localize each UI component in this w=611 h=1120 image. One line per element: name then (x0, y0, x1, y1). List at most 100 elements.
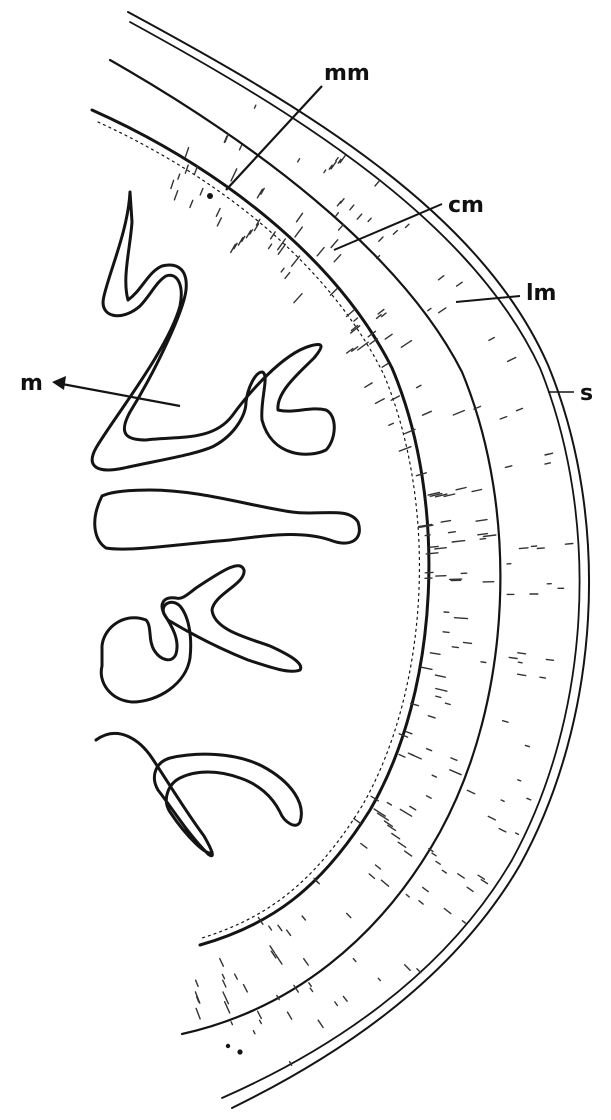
fibre-fleck (223, 1001, 231, 1014)
fibre-fleck (404, 964, 411, 972)
fibre-fleck (435, 860, 441, 865)
fibre-fleck (216, 217, 223, 227)
fibre-fleck (429, 652, 441, 655)
fibre-fleck (524, 744, 531, 748)
fibre-fleck (536, 547, 545, 550)
fibre-fleck (477, 532, 489, 536)
fibre-fleck (293, 984, 299, 993)
fibre-fleck (350, 325, 361, 334)
fibre-fleck (221, 979, 227, 988)
fibre-fleck (480, 879, 489, 885)
fibre-fleck (286, 1011, 293, 1020)
fibre-fleck (425, 795, 432, 799)
mucosa-stippled-edge (97, 121, 420, 939)
fibre-fleck (384, 333, 393, 340)
fibre-fleck (451, 646, 460, 649)
fibre-fleck (294, 226, 303, 238)
muscle-boundary-line (108, 58, 502, 1036)
fibre-fleck (437, 275, 445, 281)
fibre-fleck (462, 641, 473, 645)
fibre-fleck (442, 631, 450, 634)
fibre-fleck (230, 168, 238, 182)
label-s: s (580, 381, 593, 406)
fibre-fleck (441, 869, 447, 874)
fibre-fleck (471, 488, 483, 493)
fibre-fleck (399, 808, 413, 817)
leader-line-cm (333, 203, 443, 251)
fibre-fleck (369, 338, 378, 345)
fibre-fleck (501, 720, 509, 723)
fibre-fleck (335, 156, 339, 162)
mucosal-fold-3 (160, 564, 303, 673)
fibre-fleck (277, 243, 286, 255)
fibre-fleck (373, 808, 386, 817)
fibre-fleck (285, 929, 292, 937)
fibre-fleck (367, 217, 372, 223)
fibre-fleck (398, 446, 412, 452)
fibre-fleck (255, 218, 261, 226)
fibre-fleck (378, 236, 384, 242)
fibre-fleck (280, 267, 285, 273)
fibre-fleck (440, 519, 452, 523)
fibre-fleck (405, 730, 413, 735)
fibre-fleck (258, 1019, 262, 1025)
fibre-fleck (450, 757, 458, 761)
fibre-fleck (199, 187, 204, 196)
fibre-fleck (516, 673, 527, 677)
fibre-fleck (377, 977, 381, 982)
fibre-fleck (434, 547, 447, 550)
fibre-fleck (374, 864, 382, 870)
fibre-fleck (418, 524, 434, 528)
fibre-fleck (435, 695, 442, 699)
label-mm: mm (324, 61, 370, 86)
fibre-fleck (329, 287, 338, 296)
fibre-fleck (195, 1007, 201, 1020)
fibre-fleck (418, 900, 424, 905)
fibre-fleck (466, 886, 474, 893)
fibre-fleck (428, 848, 434, 853)
fibre-fleck (301, 915, 307, 921)
fibre-fleck (518, 547, 529, 550)
fibre-fleck (383, 820, 393, 827)
mucosal-fold-1 (90, 190, 336, 472)
fibre-fleck (233, 973, 239, 980)
fibre-fleck (488, 336, 495, 342)
fibre-fleck (370, 795, 380, 802)
fibre-fleck (189, 199, 194, 209)
fibre-fleck (241, 235, 246, 243)
fibre-fleck (360, 842, 368, 849)
fibre-fleck (427, 715, 436, 719)
fibre-fleck (337, 223, 345, 231)
fibre-fleck (390, 395, 400, 401)
fibre-fleck (375, 314, 382, 320)
fibre-fleck (480, 661, 487, 664)
fibre-fleck (431, 774, 438, 778)
fibre-fleck (334, 1001, 339, 1007)
fibre-fleck (328, 164, 333, 170)
fibre-fleck (260, 187, 265, 195)
fibre-fleck (380, 312, 387, 318)
fibre-fleck (269, 231, 276, 240)
fibre-fleck (218, 957, 225, 967)
fibre-fleck (477, 874, 486, 880)
fibre-fleck (466, 789, 476, 795)
fibre-fleck (517, 652, 527, 655)
fibre-fleck (517, 779, 522, 782)
fibre-fleck (352, 957, 357, 963)
fibre-fleck (443, 907, 452, 915)
fibre-fleck (269, 945, 276, 954)
fibre-fleck (455, 281, 463, 287)
fibre-fleck (500, 799, 505, 802)
fibre-fleck (415, 472, 427, 477)
fibre-fleck (404, 428, 416, 435)
fibre-fleck (337, 158, 342, 164)
label-m: m (20, 371, 43, 396)
fibre-fleck (479, 537, 487, 540)
fibre-fleck (195, 995, 200, 1003)
fibre-fleck (506, 356, 517, 363)
label-cm: cm (448, 193, 484, 218)
fibre-fleck (342, 995, 348, 1002)
fibre-fleck (457, 873, 465, 879)
fibre-fleck (409, 805, 417, 811)
